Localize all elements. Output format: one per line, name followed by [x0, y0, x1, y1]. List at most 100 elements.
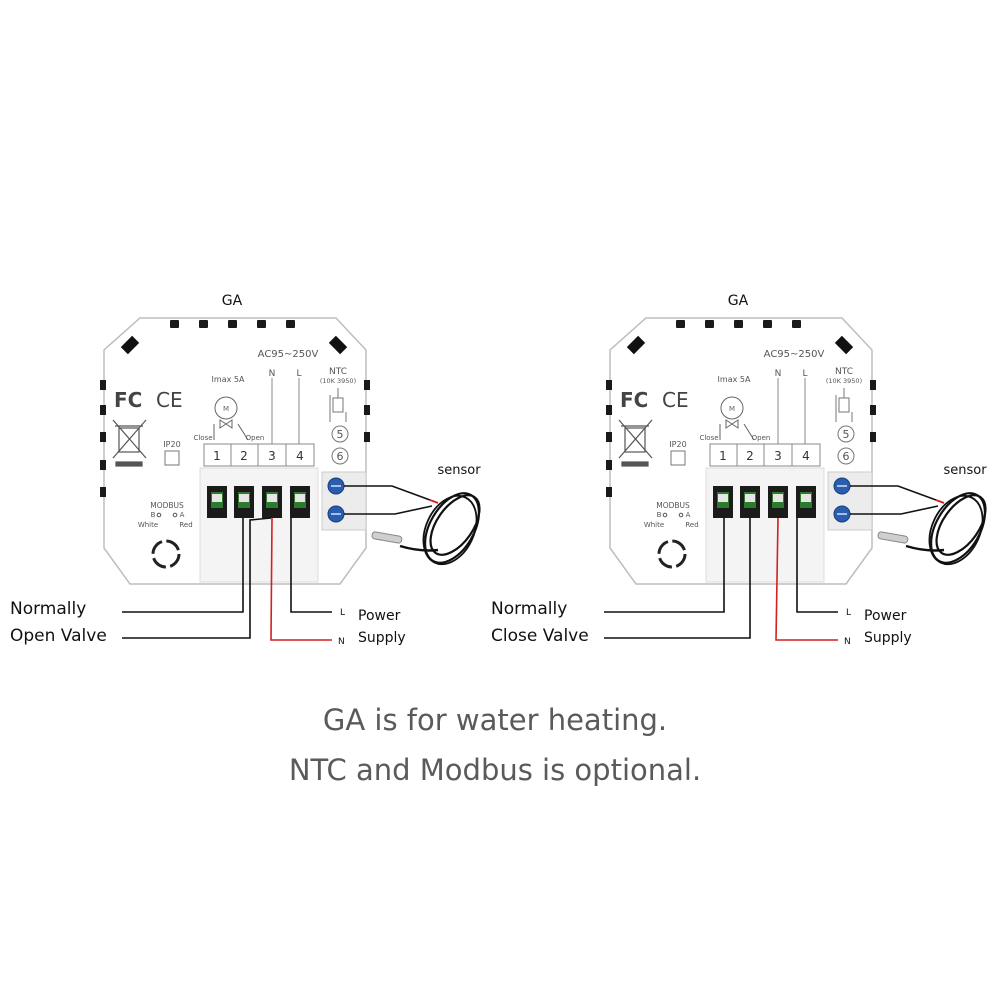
sensor-label: sensor	[437, 463, 481, 478]
power-label-line2: Supply	[864, 630, 912, 646]
valve-label-line1: Normally	[10, 599, 86, 619]
valve-label-line2: Open Valve	[10, 626, 107, 646]
ce-mark: CE	[156, 388, 183, 412]
wiring	[604, 517, 838, 641]
sensor-pin-6: 6	[843, 450, 850, 463]
sensor-pin-5: 5	[843, 428, 850, 441]
terminal-4-label: 4	[296, 449, 304, 463]
modbus-a-label: A	[180, 511, 185, 519]
weee-bin-icon	[618, 419, 653, 467]
ntc-label: NTC	[835, 367, 853, 377]
modbus-red-label: Red	[685, 521, 698, 529]
terminal-2-label: 2	[746, 449, 754, 463]
close-label: Close	[699, 434, 718, 442]
wire-n-label: N	[338, 637, 345, 647]
terminal-3-label: 3	[268, 449, 276, 463]
power-label-line1: Power	[864, 608, 907, 624]
voltage-label: AC95~250V	[764, 349, 825, 360]
corner-slot	[626, 335, 646, 355]
sensor-connector-block	[827, 471, 873, 531]
ip-square-icon	[164, 450, 180, 466]
side-tabs	[606, 380, 876, 497]
n-terminal-label: N	[269, 369, 276, 379]
wiring	[122, 517, 332, 641]
svg-text:M: M	[729, 405, 735, 413]
ce-mark: CE	[662, 388, 689, 412]
terminal-3	[262, 486, 282, 518]
weee-bin-icon	[112, 419, 147, 467]
modbus-a-label: A	[686, 511, 691, 519]
wire-l-label: L	[846, 608, 851, 618]
close-label: Close	[193, 434, 212, 442]
sensor-connector-block	[321, 471, 367, 531]
corner-slot	[328, 335, 348, 355]
valve-label-line2: Close Valve	[491, 626, 589, 646]
l-terminal-label: L	[296, 369, 301, 379]
power-label-line2: Supply	[358, 630, 406, 646]
device-right: GA AC95~250V Imax 5A N L NTC (10K 3950) …	[491, 293, 987, 647]
sensor-probe-tip	[371, 531, 403, 544]
terminal-2-label: 2	[240, 449, 248, 463]
open-label: Open	[246, 434, 265, 442]
sensor-label: sensor	[943, 463, 987, 478]
modbus-b-label: B	[151, 511, 156, 519]
terminal-2	[740, 486, 760, 518]
open-label: Open	[752, 434, 771, 442]
sensor-cable	[344, 485, 481, 566]
terminal-1	[713, 486, 733, 518]
modbus-label: MODBUS	[656, 501, 690, 510]
fc-mark: FC	[620, 388, 648, 412]
device-left: GA AC95~250V Imax 5A N L NT	[10, 293, 481, 647]
svg-text:M: M	[223, 405, 229, 413]
sensor-probe-tip	[877, 531, 909, 544]
modbus-white-label: White	[138, 521, 158, 529]
device-title: GA	[222, 293, 243, 309]
ntc-probe-icon	[329, 388, 349, 465]
ntc-label: NTC	[329, 367, 347, 377]
ntc-probe-icon	[835, 388, 855, 465]
corner-slot	[120, 335, 140, 355]
sensor-pin-6: 6	[337, 450, 344, 463]
ntc-spec-label: (10K 3950)	[826, 377, 862, 385]
imax-label: Imax 5A	[212, 375, 245, 384]
terminal-4	[290, 486, 310, 518]
corner-slot	[834, 335, 854, 355]
modbus-red-label: Red	[179, 521, 192, 529]
reset-button-icon	[657, 539, 687, 569]
voltage-label: AC95~250V	[258, 349, 319, 360]
terminal-1-label: 1	[213, 449, 221, 463]
terminal-2	[234, 486, 254, 518]
top-tabs	[676, 320, 801, 328]
terminal-1-label: 1	[719, 449, 727, 463]
terminal-block-base	[199, 467, 319, 583]
modbus-b-label: B	[657, 511, 662, 519]
imax-label: Imax 5A	[718, 375, 751, 384]
device-title: GA	[728, 293, 749, 309]
top-tabs	[170, 320, 295, 328]
side-tabs	[100, 380, 370, 497]
valve-label-line1: Normally	[491, 599, 567, 619]
fc-mark: FC	[114, 388, 142, 412]
terminal-1	[207, 486, 227, 518]
ntc-spec-label: (10K 3950)	[320, 377, 356, 385]
reset-button-icon	[151, 539, 181, 569]
modbus-white-label: White	[644, 521, 664, 529]
l-terminal-label: L	[802, 369, 807, 379]
sensor-pin-5: 5	[337, 428, 344, 441]
valve-motor-icon: M	[213, 396, 249, 441]
caption-line1: GA is for water heating.	[323, 703, 667, 737]
ip-rating-label: IP20	[669, 440, 686, 449]
wire-n-label: N	[844, 637, 851, 647]
terminal-3-label: 3	[774, 449, 782, 463]
caption-line2: NTC and Modbus is optional.	[289, 753, 701, 787]
terminal-4	[796, 486, 816, 518]
terminal-3	[768, 486, 788, 518]
terminal-4-label: 4	[802, 449, 810, 463]
modbus-label: MODBUS	[150, 501, 184, 510]
sensor-cable	[850, 485, 987, 566]
ip-square-icon	[670, 450, 686, 466]
ip-rating-label: IP20	[163, 440, 180, 449]
valve-motor-icon: M	[719, 396, 755, 441]
power-label-line1: Power	[358, 608, 401, 624]
